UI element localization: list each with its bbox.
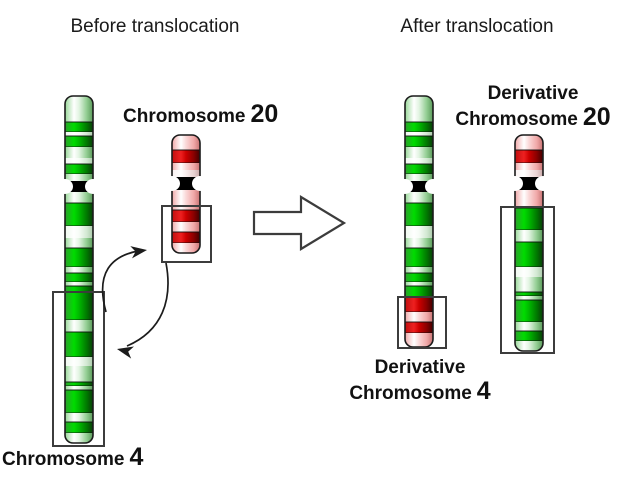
derivative-20-label-prefix: Derivative	[487, 83, 579, 104]
centromere-pinch	[535, 176, 551, 191]
swap-arrow-up	[101, 246, 147, 313]
swap-arrow-down	[117, 262, 169, 359]
derivative-20-label-name: Chromosome	[455, 108, 578, 130]
chromosome-20-label-number: 20	[250, 100, 279, 128]
before-translocation-title: Before translocation	[70, 16, 240, 37]
centromere-pinch	[164, 176, 180, 191]
chromosome-20-label-name: Chromosome	[123, 106, 246, 127]
derivative-4-label-number: 4	[476, 376, 491, 405]
derivative-20-label-number: 20	[582, 102, 611, 131]
derivative-chromosome-4-graphic	[405, 96, 433, 347]
derivative-4-label-name: Chromosome	[349, 382, 472, 404]
chromosome-4-label-number: 4	[129, 443, 144, 471]
centromere-pinch	[397, 179, 413, 194]
transition-block-arrow	[252, 195, 347, 251]
chromosome-4-label-name: Chromosome	[2, 449, 125, 470]
derivative-4-label-prefix: Derivative	[374, 357, 466, 378]
centromere-pinch	[192, 176, 208, 191]
centromere-pinch	[85, 179, 101, 194]
after-translocation-title: After translocation	[400, 16, 554, 37]
chromosome-4-graphic	[65, 96, 93, 443]
chromosome-20-graphic	[172, 135, 200, 253]
centromere-pinch	[425, 179, 441, 194]
box-chromosome-20-segment	[161, 205, 212, 263]
centromere-pinch	[507, 176, 523, 191]
box-derivative-4-segment	[397, 296, 447, 349]
centromere-pinch	[57, 179, 73, 194]
derivative-chromosome-20-graphic	[515, 135, 543, 351]
box-chromosome-4-segment	[52, 291, 105, 447]
box-derivative-20-segment	[500, 206, 555, 354]
